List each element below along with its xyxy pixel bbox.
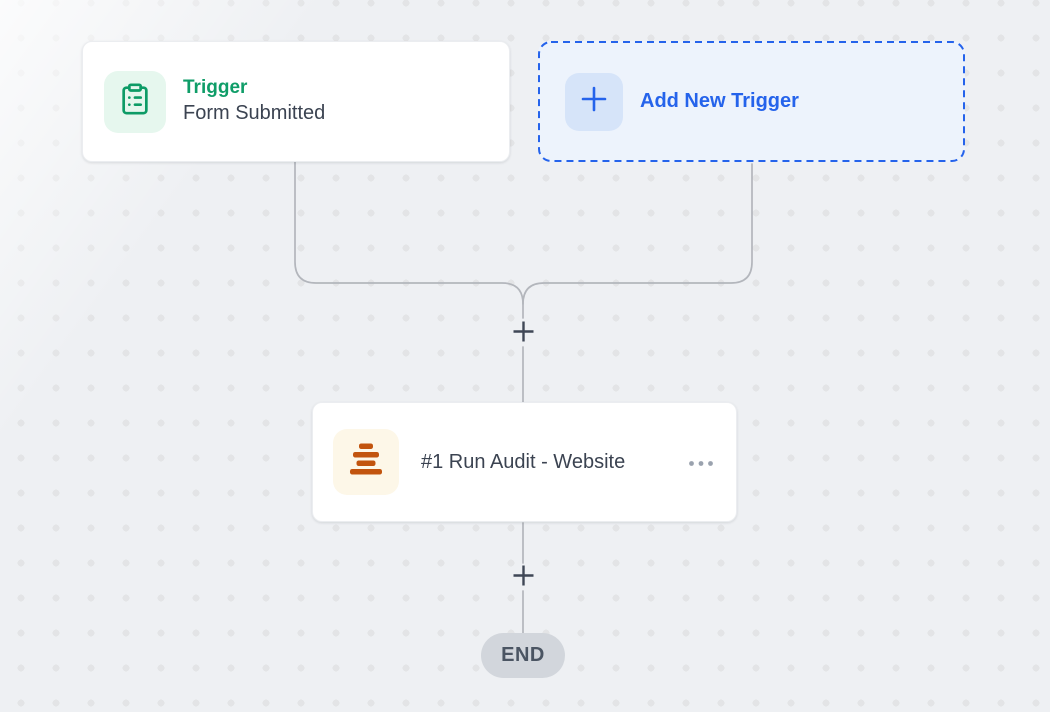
stacked-bars-icon [346, 440, 386, 485]
connector-right-branch [522, 163, 753, 305]
trigger-node-title: Form Submitted [183, 102, 326, 124]
clipboard-list-icon [118, 82, 152, 121]
action-icon-tile [333, 429, 399, 495]
add-new-trigger-label: Add New Trigger [640, 90, 799, 112]
connector-left-branch [294, 161, 524, 319]
trigger-node-label: Trigger [183, 77, 248, 98]
add-step-button-1[interactable] [510, 320, 536, 346]
ellipsis-icon [688, 455, 714, 470]
plus-icon [512, 564, 535, 590]
action-node-title: #1 Run Audit - Website [421, 450, 626, 473]
plus-icon [512, 320, 535, 346]
add-step-button-2[interactable] [510, 564, 536, 590]
action-node[interactable]: #1 Run Audit - Website [312, 402, 737, 522]
trigger-node[interactable]: Trigger Form Submitted [82, 41, 510, 162]
add-new-trigger-button[interactable]: Add New Trigger [538, 41, 965, 162]
action-menu-button[interactable] [684, 447, 718, 477]
trigger-icon-tile [104, 70, 166, 133]
plus-icon [578, 83, 610, 120]
end-node-label: END [501, 644, 545, 666]
add-trigger-icon-tile [565, 72, 623, 131]
end-node: END [481, 633, 565, 678]
